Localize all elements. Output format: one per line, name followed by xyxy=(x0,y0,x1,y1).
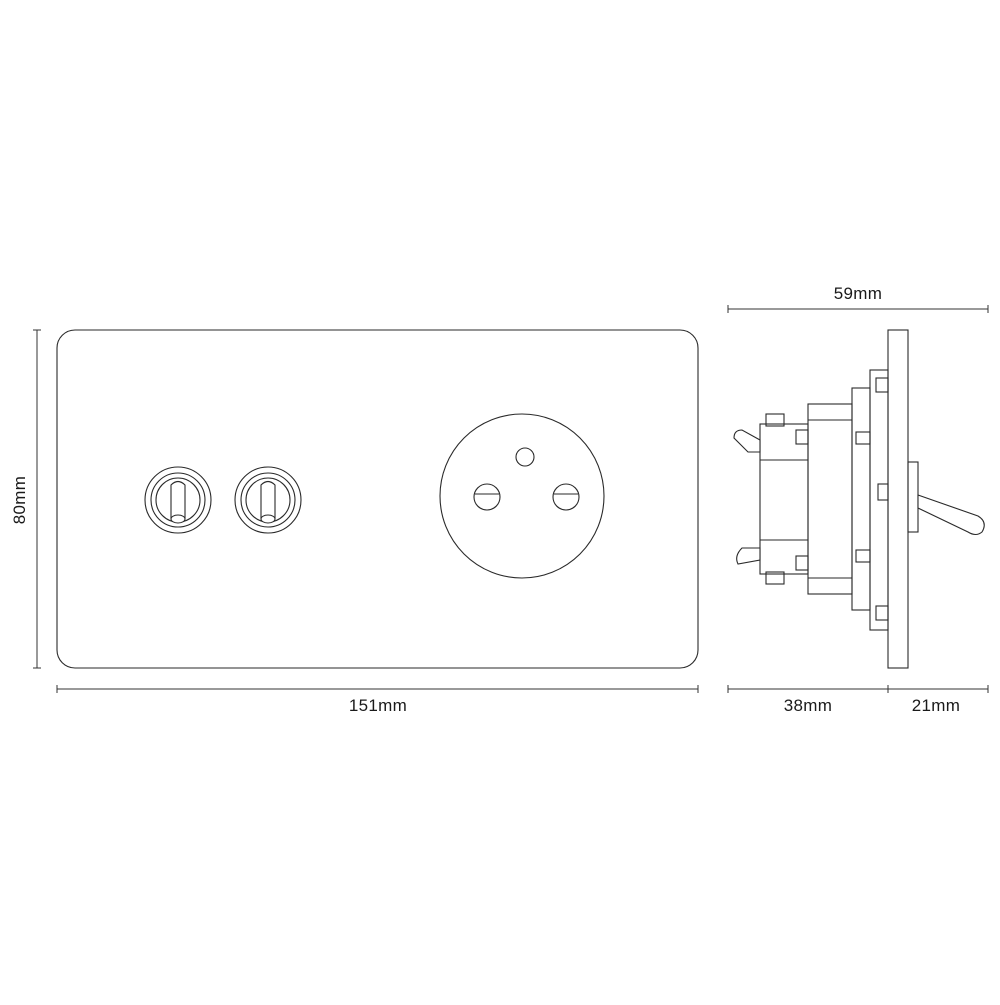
toggle-lever-side xyxy=(917,494,985,536)
faceplate-outline xyxy=(56,329,699,669)
toggle-switch-right xyxy=(234,466,302,534)
plate-depth-label: 21mm xyxy=(911,696,961,715)
terminal-block xyxy=(759,423,809,575)
terminal-screw-top xyxy=(733,429,761,453)
body-depth-label: 38mm xyxy=(783,696,833,715)
front-view xyxy=(56,329,699,669)
dimension-lines xyxy=(33,305,989,693)
side-view xyxy=(733,329,985,669)
mechanism-block xyxy=(851,387,871,611)
width-dimension-label: 151mm xyxy=(348,696,408,715)
height-dimension-label: 80mm xyxy=(10,475,29,525)
socket-hole-left xyxy=(473,483,501,511)
terminal-screw-bottom xyxy=(736,547,761,565)
body-housing xyxy=(807,403,853,595)
power-socket xyxy=(439,413,605,579)
side-plate xyxy=(887,329,909,669)
earth-pin xyxy=(515,447,535,467)
socket-outline xyxy=(439,413,605,579)
socket-hole-right xyxy=(552,483,580,511)
toggle-switch-left xyxy=(144,466,212,534)
total-depth-label: 59mm xyxy=(833,284,883,303)
toggle-base-side xyxy=(907,461,919,533)
